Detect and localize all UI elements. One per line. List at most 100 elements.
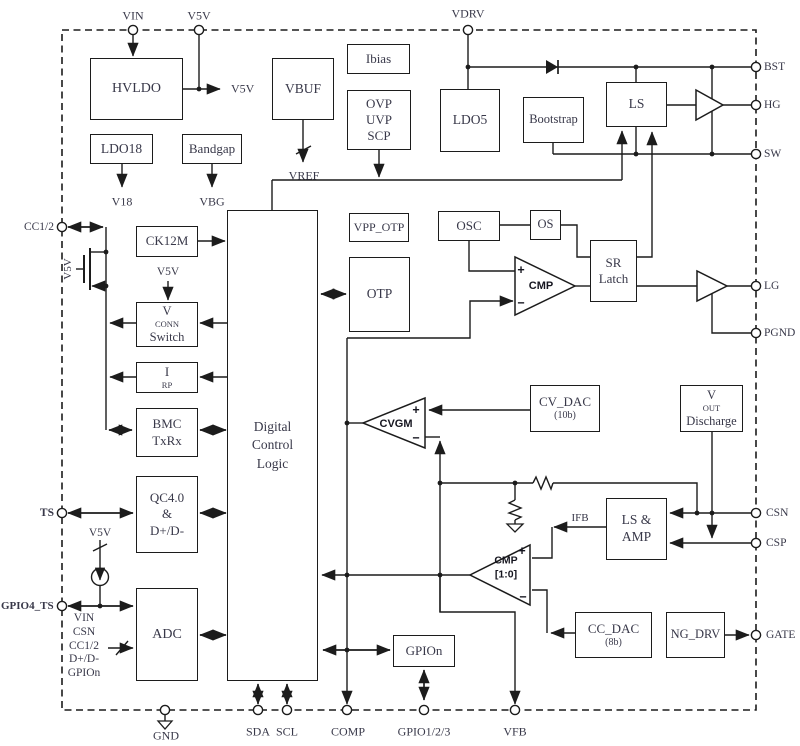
block-adc: ADC xyxy=(136,588,198,681)
terminal-v5v xyxy=(193,24,205,36)
block-cc-dac: CC_DAC(8b) xyxy=(575,612,652,658)
junction-dots xyxy=(97,64,715,653)
block-ldo18: LDO18 xyxy=(90,134,153,164)
block-osc: OSC xyxy=(438,211,500,241)
terminal-sda xyxy=(252,704,264,716)
block-bandgap: Bandgap xyxy=(182,134,242,164)
block-os: OS xyxy=(530,210,561,240)
cvgm-triangle xyxy=(360,396,426,450)
cmp10-plus-sign: + xyxy=(518,543,526,558)
block-ldo5: LDO5 xyxy=(440,89,500,152)
terminal-sw xyxy=(750,148,762,160)
adc-input-list: VIN CSN CC1/2 D+/D- GPIOn xyxy=(67,612,101,680)
terminal-gate xyxy=(750,629,762,641)
gnd-pin-ground-icon xyxy=(156,720,174,730)
terminal-comp xyxy=(341,704,353,716)
net-label-v5v-vconn: V5V xyxy=(156,266,180,278)
terminal-hg xyxy=(750,99,762,111)
block-otp: OTP xyxy=(349,257,410,332)
net-label-v5v-out: V5V xyxy=(231,81,255,96)
pin-label-gpio123: GPIO1/2/3 xyxy=(397,724,451,739)
hg-buffer-triangle xyxy=(695,88,725,122)
terminal-vin xyxy=(127,24,139,36)
amp-triangles xyxy=(360,88,729,607)
component-symbols xyxy=(90,60,559,730)
cmp-plus-sign: + xyxy=(517,262,525,277)
pin-label-comp: COMP xyxy=(330,724,366,739)
cvgm-minus-sign: − xyxy=(412,430,420,445)
cmp10-minus-sign: − xyxy=(519,589,527,604)
pin-label-cc12: CC1/2 xyxy=(23,221,54,233)
pin-label-vfb: VFB xyxy=(503,724,527,739)
cmp10-triangle xyxy=(468,543,531,607)
cmp-triangle xyxy=(514,255,577,317)
block-ng-drv: NG_DRV xyxy=(666,612,725,658)
pin-label-pgnd: PGND xyxy=(764,327,796,339)
pin-label-gate: GATE xyxy=(766,629,796,641)
pin-label-hg: HG xyxy=(764,99,781,111)
terminal-gnd xyxy=(159,704,171,716)
pin-label-sw: SW xyxy=(764,148,782,160)
pin-label-bst: BST xyxy=(764,61,786,73)
pin-label-vdrv: VDRV xyxy=(451,6,485,21)
pin-label-sda: SDA xyxy=(245,724,271,739)
pin-label-ts: TS xyxy=(39,507,54,519)
block-ibias: Ibias xyxy=(347,44,410,74)
shunt-resistor-icon xyxy=(507,499,523,521)
block-qc40: QC4.0&D+/D- xyxy=(136,476,198,553)
pin-label-v5v: V5V xyxy=(187,8,211,23)
terminal-ts xyxy=(56,507,68,519)
pin-label-gnd: GND xyxy=(153,728,179,743)
pin-label-vin: VIN xyxy=(122,8,144,23)
terminal-csp xyxy=(750,537,762,549)
net-label-vref: VREF xyxy=(288,168,320,183)
terminal-pgnd xyxy=(750,327,762,339)
terminal-vfb xyxy=(509,704,521,716)
block-bootstrap: Bootstrap xyxy=(523,97,584,143)
cvgm-plus-sign: + xyxy=(412,402,420,417)
cmp-label: CMP xyxy=(528,280,554,292)
net-label-v18: V18 xyxy=(111,194,133,209)
net-label-v5v-fet: V5V xyxy=(62,258,74,280)
pin-terminals xyxy=(56,24,762,716)
pin-label-gpio4-ts: GPIO4_TS xyxy=(1,600,54,612)
ground-icon xyxy=(505,523,525,533)
net-label-v5v-src: V5V xyxy=(88,527,112,539)
cmp-minus-sign: − xyxy=(517,295,525,310)
block-ls-amp: LS &AMP xyxy=(606,498,667,560)
series-resistor-icon xyxy=(532,475,554,491)
pin-label-csp: CSP xyxy=(766,537,787,549)
terminal-csn xyxy=(750,507,762,519)
block-ck12m: CK12M xyxy=(136,226,198,257)
pin-label-scl: SCL xyxy=(275,724,299,739)
terminal-bst xyxy=(750,61,762,73)
block-hvldo: HVLDO xyxy=(90,58,183,120)
terminal-cc12 xyxy=(56,221,68,233)
cmp10-label: CMP [1:0] xyxy=(494,554,518,580)
terminal-scl xyxy=(281,704,293,716)
terminal-lg xyxy=(750,280,762,292)
block-cv-dac: CV_DAC(10b) xyxy=(530,385,600,432)
net-label-vbg: VBG xyxy=(199,194,225,209)
cvgm-label: CVGM xyxy=(379,418,413,430)
block-gpion: GPIOn xyxy=(393,635,455,667)
block-vbuf: VBUF xyxy=(272,58,334,120)
terminal-gpio4-ts xyxy=(56,600,68,612)
diode-icon xyxy=(546,60,558,74)
pin-label-lg: LG xyxy=(764,280,780,292)
chip-boundary xyxy=(61,29,757,711)
block-vpp-otp: VPP_OTP xyxy=(349,213,409,242)
pin-label-csn: CSN xyxy=(766,507,789,519)
terminal-vdrv xyxy=(462,24,474,36)
block-ls: LS xyxy=(606,82,667,127)
terminal-gpio123 xyxy=(418,704,430,716)
net-label-ifb: IFB xyxy=(571,512,589,524)
